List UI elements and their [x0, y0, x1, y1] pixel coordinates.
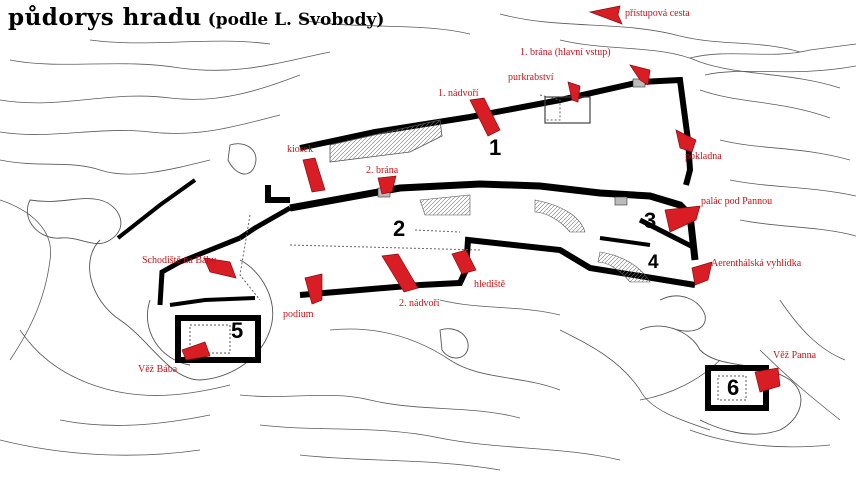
zone-number-6: 6 [727, 375, 740, 400]
label-brana2: 2. brána [366, 165, 399, 176]
label-nadvori2: 2. nádvoří [399, 298, 440, 309]
label-podium: podium [283, 309, 314, 320]
arrow-kiosek [302, 157, 326, 193]
arrow-pokladna [675, 129, 697, 153]
arrow-vez-panna [754, 367, 781, 393]
label-nadvori1: 1. nádvoří [438, 88, 479, 99]
zone-number-2: 2 [393, 216, 406, 241]
zone-number-5: 5 [231, 318, 244, 343]
annotation-arrows [181, 5, 781, 393]
label-brana1: 1. brána (hlavní vstup) [520, 47, 611, 58]
arrow-nadvori2 [381, 253, 419, 293]
arrow-hlediste [451, 249, 477, 275]
zone-number-3: 3 [644, 208, 657, 233]
zone-number-4: 4 [648, 252, 659, 273]
label-kiosek: kiosek [287, 144, 314, 155]
arrow-aerenthal [691, 261, 713, 286]
rock-outcrops [26, 143, 802, 435]
label-pristupova-cesta: přístupová cesta [625, 8, 690, 19]
label-schodiste: Schodiště na Bábu [142, 255, 217, 266]
arrow-palac [664, 205, 701, 233]
arrow-brana1 [629, 64, 651, 86]
zone-number-1: 1 [489, 135, 502, 160]
map-title-main: půdorys hradu [8, 4, 202, 31]
arrow-brana2 [377, 175, 397, 195]
label-pokladna: pokladna [685, 151, 722, 162]
label-vez-panna: Věž Panna [773, 350, 817, 361]
terrain-contours [0, 13, 856, 471]
label-hlediste: hlediště [474, 279, 506, 290]
purkrabstvi-building [544, 96, 591, 124]
map-title-source: (podle L. Svobody) [207, 10, 385, 30]
arrow-vez-baba [181, 341, 211, 361]
dotted-paths [239, 94, 561, 301]
staircase-hatching [329, 119, 651, 283]
arrow-purkrabstvi [567, 81, 581, 103]
label-palac: palác pod Pannou [701, 196, 773, 207]
arrow-nadvori1 [469, 97, 501, 137]
map-title: půdorys hradu(podle L. Svobody) [8, 4, 384, 31]
arrow-podium [304, 273, 323, 305]
arrow-schodiste [203, 257, 237, 279]
label-purkrabstvi: purkrabství [508, 72, 554, 83]
label-vez-baba: Věž Bába [138, 364, 178, 375]
arrow-pristupova-cesta [588, 5, 623, 25]
label-aerenthal: Aerenthálská vyhlídka [711, 258, 802, 269]
